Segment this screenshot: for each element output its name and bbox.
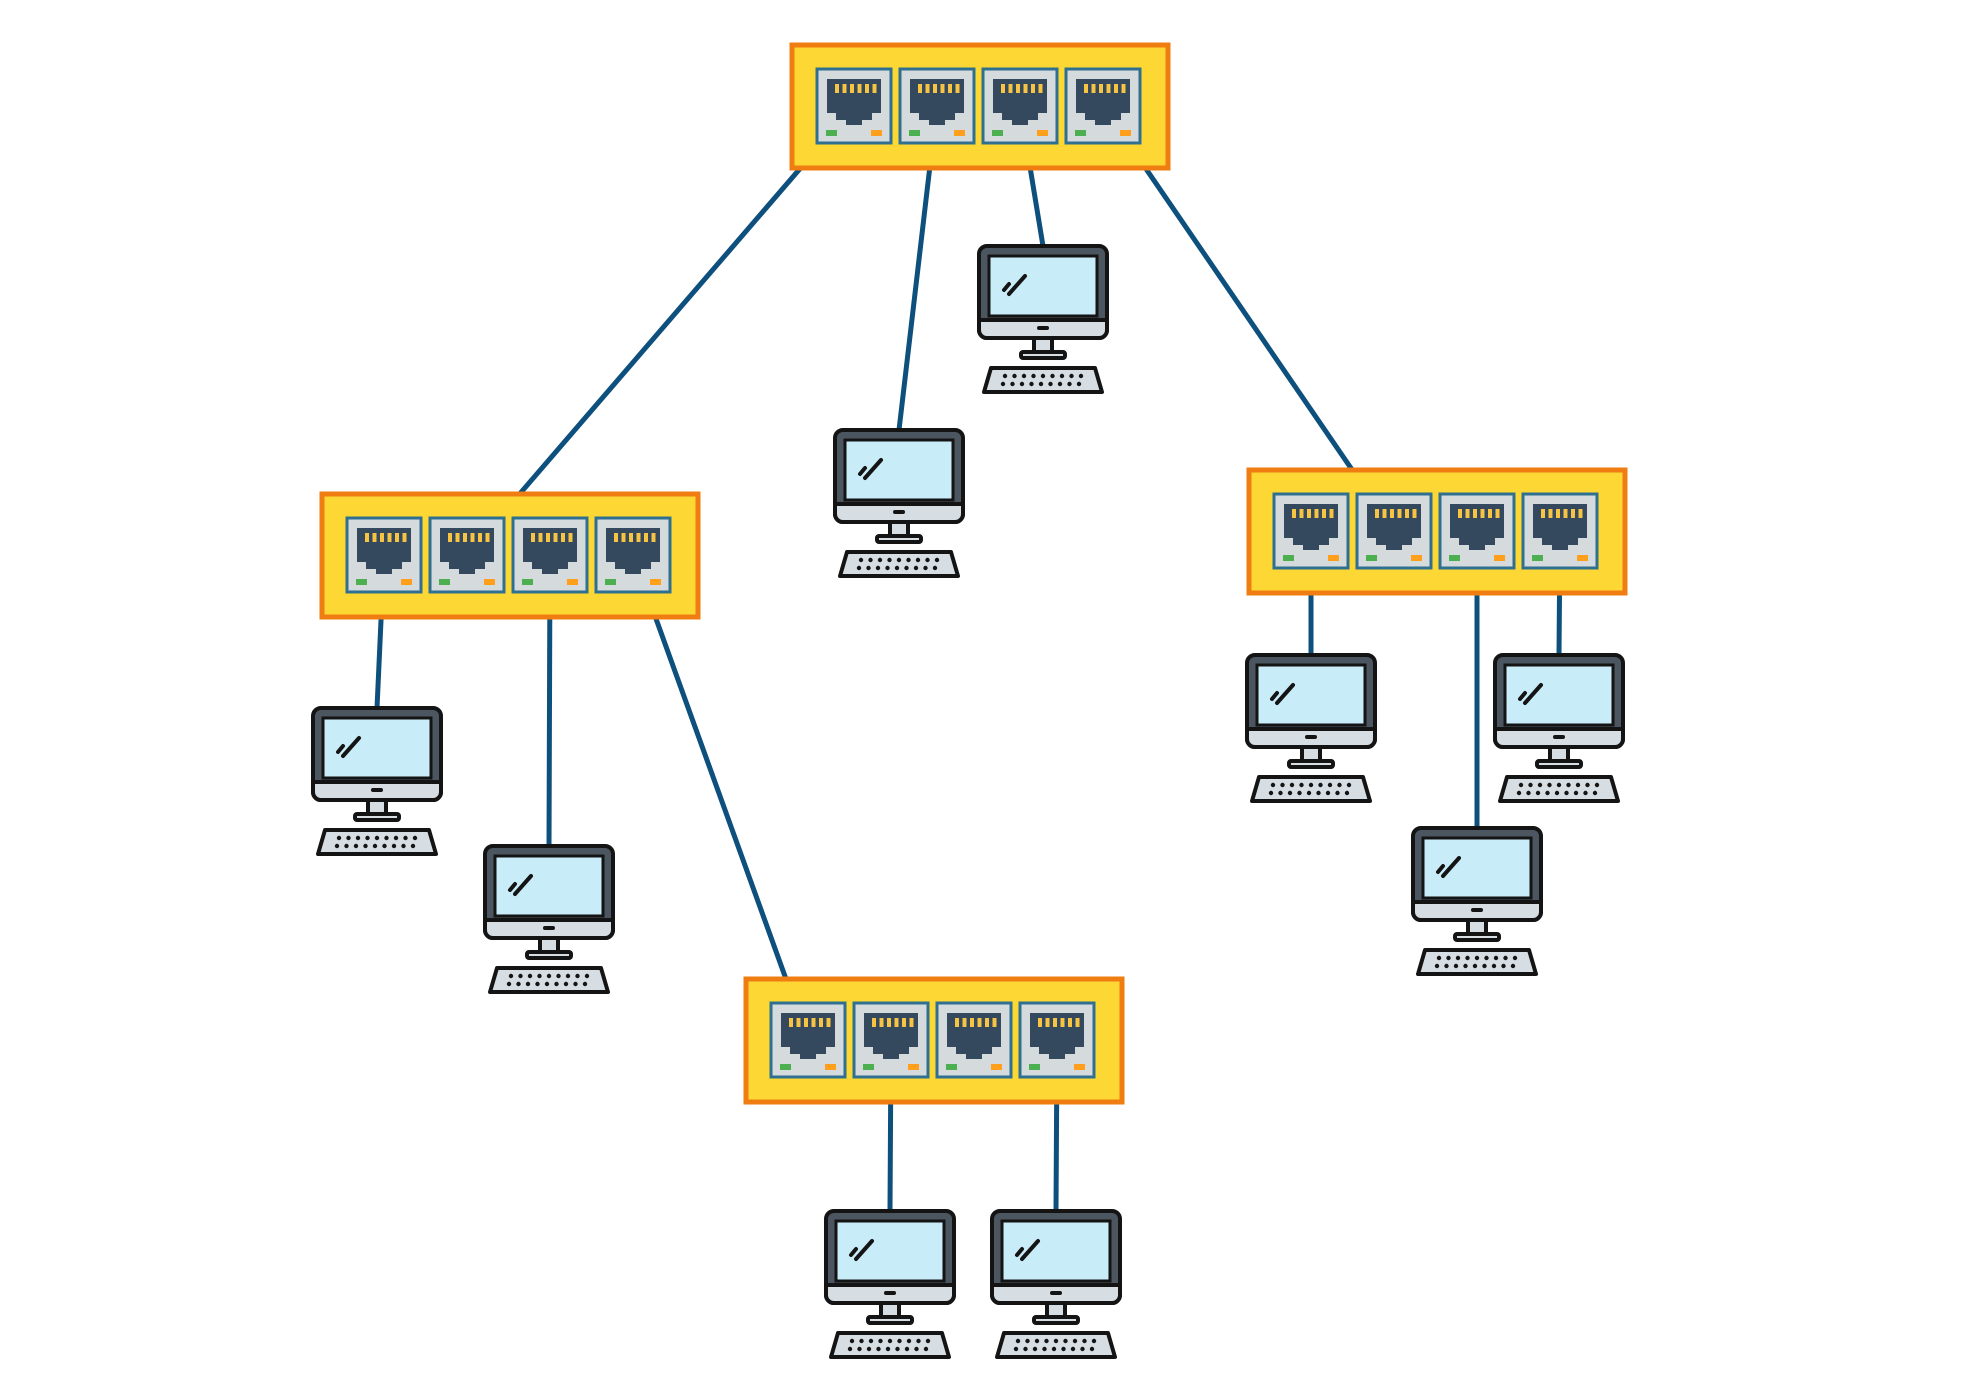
- desktop-computer-icon: [1245, 653, 1377, 803]
- activity-led: [1328, 555, 1339, 561]
- ethernet-port-icon: [1018, 1001, 1096, 1079]
- keyboard: [995, 1331, 1117, 1359]
- desktop-computer-icon: [990, 1209, 1122, 1359]
- link-led: [1029, 1064, 1040, 1070]
- activity-led: [567, 579, 578, 585]
- ethernet-port-icon: [511, 516, 589, 594]
- link-led: [946, 1064, 957, 1070]
- activity-led: [1577, 555, 1588, 561]
- link-led: [522, 579, 533, 585]
- ethernet-port-icon: [1272, 492, 1350, 570]
- ethernet-port-icon: [981, 67, 1059, 145]
- link-led: [356, 579, 367, 585]
- keyboard: [982, 366, 1104, 394]
- link-led: [1283, 555, 1294, 561]
- switch-bottom: [743, 976, 1125, 1105]
- ethernet-port-icon: [898, 67, 976, 145]
- keyboard: [1416, 948, 1538, 976]
- computer-layer: [311, 244, 1625, 1359]
- activity-led: [650, 579, 661, 585]
- switch-right: [1246, 467, 1628, 596]
- activity-led: [1120, 130, 1131, 136]
- ethernet-port-icon: [852, 1001, 930, 1079]
- ethernet-port-icon: [1438, 492, 1516, 570]
- link-led: [863, 1064, 874, 1070]
- desktop-computer-icon: [483, 844, 615, 994]
- desktop-computer-icon: [1493, 653, 1625, 803]
- link-led: [605, 579, 616, 585]
- activity-led: [991, 1064, 1002, 1070]
- activity-led: [401, 579, 412, 585]
- ethernet-port-icon: [769, 1001, 847, 1079]
- ethernet-port-icon: [345, 516, 423, 594]
- activity-led: [1074, 1064, 1085, 1070]
- link-led: [1366, 555, 1377, 561]
- desktop-computer-icon: [824, 1209, 956, 1359]
- activity-led: [825, 1064, 836, 1070]
- activity-led: [484, 579, 495, 585]
- activity-led: [908, 1064, 919, 1070]
- link-led: [826, 130, 837, 136]
- activity-led: [954, 130, 965, 136]
- cable-switch-top-to-switch-right: [1100, 103, 1397, 534]
- desktop-computer-icon: [1411, 826, 1543, 976]
- desktop-computer-icon: [311, 706, 443, 856]
- desktop-computer-icon: [977, 244, 1109, 394]
- switch-top: [789, 42, 1171, 171]
- activity-led: [1411, 555, 1422, 561]
- link-led: [439, 579, 450, 585]
- keyboard: [316, 828, 438, 856]
- link-led: [1075, 130, 1086, 136]
- ethernet-port-icon: [1521, 492, 1599, 570]
- cable-switch-top-to-switch-left: [464, 103, 857, 558]
- ethernet-port-icon: [815, 67, 893, 145]
- link-led: [1532, 555, 1543, 561]
- ethernet-port-icon: [428, 516, 506, 594]
- desktop-computer-icon: [833, 428, 965, 578]
- link-led: [909, 130, 920, 136]
- link-led: [1449, 555, 1460, 561]
- cable-switch-left-to-switch-bottom: [630, 552, 811, 1043]
- screen: [843, 438, 955, 502]
- ethernet-port-icon: [935, 1001, 1013, 1079]
- ethernet-port-icon: [594, 516, 672, 594]
- link-led: [780, 1064, 791, 1070]
- ethernet-port-icon: [1064, 67, 1142, 145]
- keyboard: [1250, 775, 1372, 803]
- keyboard: [829, 1331, 951, 1359]
- keyboard: [488, 966, 610, 994]
- screen: [1421, 836, 1533, 900]
- switch-left: [319, 491, 701, 620]
- activity-led: [871, 130, 882, 136]
- ethernet-port-icon: [1355, 492, 1433, 570]
- keyboard: [838, 550, 960, 578]
- activity-led: [1037, 130, 1048, 136]
- switch-layer: [319, 42, 1628, 1105]
- activity-led: [1494, 555, 1505, 561]
- link-led: [992, 130, 1003, 136]
- keyboard: [1498, 775, 1620, 803]
